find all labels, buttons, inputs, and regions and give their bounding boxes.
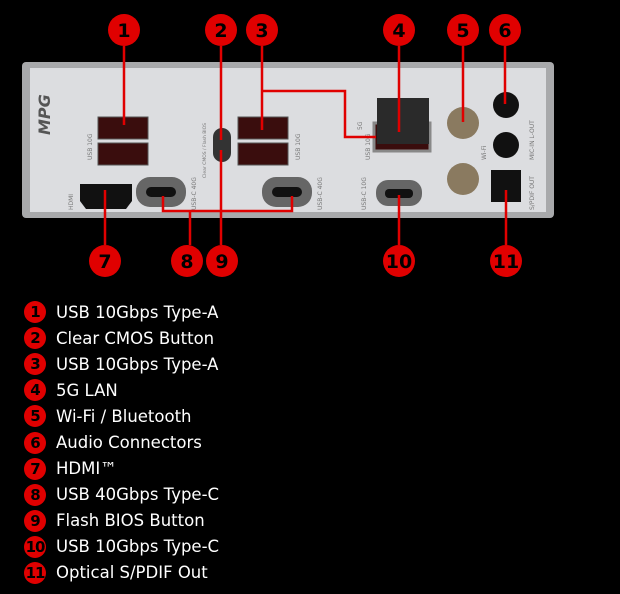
- callout-number: 9: [215, 251, 228, 273]
- legend-label: USB 40Gbps Type-C: [56, 485, 220, 505]
- legend-number-badge: 6: [24, 431, 46, 454]
- panel-label: USB-C 40G: [317, 177, 324, 210]
- panel-label: Wi-Fi: [481, 145, 488, 160]
- callout-badge-9: [206, 245, 238, 277]
- panel-label: USB 10G: [295, 133, 302, 160]
- legend-item: 3 USB 10Gbps Type-A: [24, 351, 219, 377]
- usb-a-port: [237, 142, 289, 166]
- cmos-button: [213, 128, 231, 162]
- legend-item: 9 Flash BIOS Button: [24, 508, 219, 534]
- legend-number-badge: 1: [24, 301, 46, 324]
- callout-number: 1: [117, 20, 130, 42]
- antenna-connector: [447, 107, 479, 139]
- legend-item: 11 Optical S/PDIF Out: [24, 560, 219, 586]
- callout-number: 6: [498, 20, 511, 42]
- audio-jack: [493, 92, 519, 118]
- legend-label: USB 10Gbps Type-C: [56, 537, 220, 557]
- panel-label: HDMI: [68, 194, 75, 210]
- legend-label: Wi-Fi / Bluetooth: [56, 406, 192, 426]
- panel-label-buttons: Clear CMOS / Flash BIOS: [202, 123, 208, 178]
- legend-label: 5G LAN: [56, 380, 118, 400]
- panel-label: 5G: [357, 121, 364, 130]
- legend-number-badge: 3: [24, 353, 46, 376]
- legend-item: 2 Clear CMOS Button: [24, 325, 219, 351]
- legend-item: 4 5G LAN: [24, 377, 219, 403]
- callout-number: 11: [493, 251, 519, 273]
- legend-label: USB 10Gbps Type-A: [56, 302, 219, 322]
- panel-label: USB 10G: [87, 133, 94, 160]
- callout-number: 7: [98, 251, 111, 273]
- legend-item: 5 Wi-Fi / Bluetooth: [24, 403, 219, 429]
- panel-label: USB-C 10G: [361, 177, 368, 210]
- panel-label: S/PDIF OUT: [529, 176, 536, 210]
- panel-label: USB 10G: [365, 133, 372, 160]
- legend-label: USB 10Gbps Type-A: [56, 354, 219, 374]
- callout-badge-2: [205, 14, 237, 46]
- callout-badge-10: [383, 245, 415, 277]
- callout-number: 2: [214, 20, 227, 42]
- legend-number-badge: 7: [24, 457, 46, 480]
- legend-number-badge: 4: [24, 379, 46, 402]
- legend-label: Flash BIOS Button: [56, 511, 205, 531]
- callout-lines: [103, 46, 508, 245]
- callout-badge-5: [447, 14, 479, 46]
- callout-number: 10: [386, 251, 412, 273]
- panel-logo: MPG: [35, 94, 54, 135]
- callout-badge-11: [490, 245, 522, 277]
- callout-badge-7: [89, 245, 121, 277]
- callout-badge-4: [383, 14, 415, 46]
- callout-number: 5: [456, 20, 469, 42]
- legend-label: HDMI™: [56, 459, 117, 479]
- legend-number-badge: 11: [24, 561, 46, 584]
- lan-port: [377, 98, 429, 144]
- legend-item: 8 USB 40Gbps Type-C: [24, 482, 219, 508]
- panel-label: MIC-IN L-OUT: [529, 120, 536, 160]
- legend-item: 7 HDMI™: [24, 456, 219, 482]
- callout-badge-3: [246, 14, 278, 46]
- legend-number-badge: 8: [24, 483, 46, 506]
- legend-label: Clear CMOS Button: [56, 328, 215, 348]
- legend-number-badge: 10: [24, 535, 46, 558]
- legend-number-badge: 2: [24, 327, 46, 350]
- callout-number: 3: [255, 20, 268, 42]
- callout-badge-6: [489, 14, 521, 46]
- antenna-connector: [447, 163, 479, 195]
- legend-item: 1 USB 10Gbps Type-A: [24, 299, 219, 325]
- legend-item: 6 Audio Connectors: [24, 429, 219, 455]
- panel-label: USB-C 40G: [191, 177, 198, 210]
- legend-number-badge: 9: [24, 509, 46, 532]
- legend-number-badge: 5: [24, 405, 46, 428]
- legend-item: 10 USB 10Gbps Type-C: [24, 534, 219, 560]
- callout-number: 8: [180, 251, 193, 273]
- callout-badge-8: [171, 245, 203, 277]
- legend-label: Audio Connectors: [56, 433, 202, 453]
- usb-a-port: [97, 142, 149, 166]
- legend-label: Optical S/PDIF Out: [56, 563, 208, 583]
- audio-jack: [493, 132, 519, 158]
- callout-badge-1: [108, 14, 140, 46]
- callout-number: 4: [392, 20, 405, 42]
